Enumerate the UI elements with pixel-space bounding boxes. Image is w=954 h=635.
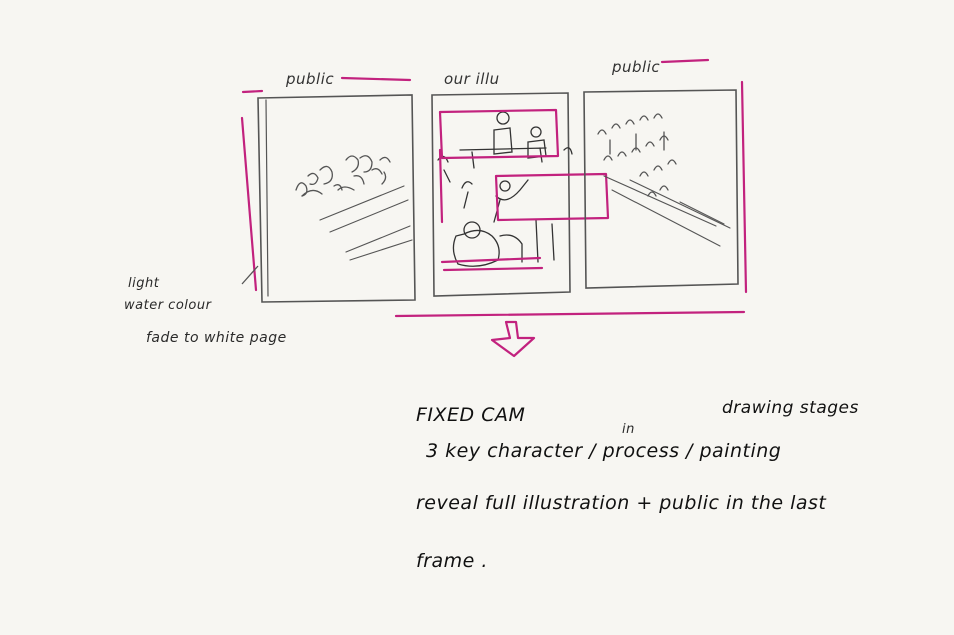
transition-arrow (394, 310, 746, 358)
right-panel-highlight (660, 58, 748, 294)
center-panel-frame (431, 92, 571, 297)
right-panel-frame (583, 89, 739, 289)
note-key-character: 3 key character / process / painting (426, 440, 782, 462)
left-panel-label: public (286, 70, 335, 88)
left-crowd-figures (295, 155, 391, 197)
note-drawing-stages: drawing stages (722, 398, 859, 418)
side-note-light: light (128, 276, 160, 291)
center-panel-label: our illu (444, 70, 500, 88)
right-perspective-lines (603, 175, 731, 247)
center-panel-highlight (438, 108, 610, 272)
side-note-water-colour: water colour (124, 298, 212, 313)
down-arrow-icon (490, 320, 536, 358)
center-panel (431, 92, 573, 297)
note-leader-line (241, 265, 259, 285)
side-note-fade: fade to white page (146, 330, 287, 346)
left-panel-highlight (240, 76, 412, 292)
right-crowd-figures (597, 113, 677, 197)
left-panel (257, 94, 416, 303)
right-panel (583, 89, 739, 289)
right-panel-label: public (612, 58, 661, 76)
note-in: in (622, 422, 635, 437)
note-frame: frame . (416, 550, 488, 572)
left-perspective-lines (319, 185, 413, 261)
note-fixed-cam: FIXED CAM (416, 404, 526, 426)
left-panel-frame (257, 94, 416, 303)
center-figures (437, 111, 573, 267)
bottom-bracket (394, 310, 746, 318)
note-reveal: reveal full illustration + public in the… (416, 492, 827, 514)
